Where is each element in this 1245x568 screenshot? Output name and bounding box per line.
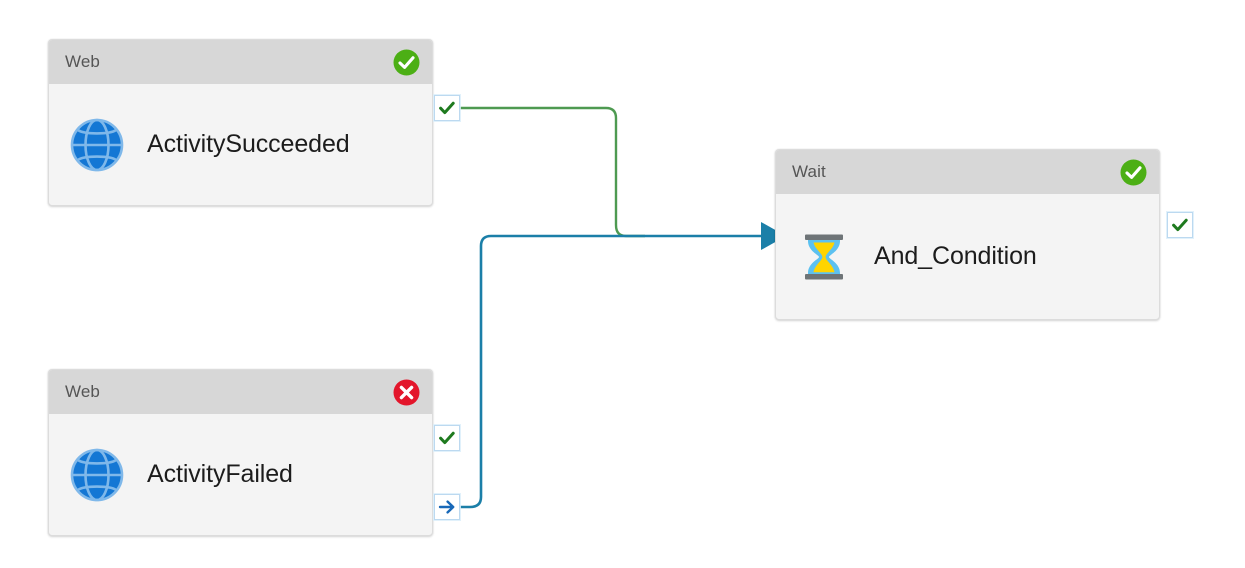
handle-success[interactable] — [1167, 212, 1193, 238]
check-circle-icon — [1120, 159, 1147, 185]
connector-succeeded-to-wait — [460, 106, 645, 238]
node-type-label: Web — [65, 382, 100, 401]
node-activity-succeeded[interactable]: Web ActivitySucceeded — [48, 39, 433, 206]
node-name-label: ActivityFailed — [147, 460, 293, 488]
node-header: Web — [49, 370, 432, 414]
check-icon — [439, 101, 455, 115]
check-icon — [1172, 218, 1188, 232]
node-body: And_Condition — [776, 194, 1159, 319]
node-name-label: And_Condition — [874, 242, 1037, 270]
arrow-right-icon — [438, 500, 455, 514]
node-name-label: ActivitySucceeded — [147, 130, 350, 158]
handle-next[interactable] — [434, 494, 460, 520]
node-and-condition[interactable]: Wait And_Condition — [775, 149, 1160, 320]
check-circle-icon — [393, 49, 420, 75]
globe-icon — [70, 118, 124, 171]
handle-success[interactable] — [434, 95, 460, 121]
node-body: ActivitySucceeded — [49, 84, 432, 205]
error-circle-icon — [393, 379, 420, 405]
hourglass-icon — [805, 234, 843, 279]
handle-success[interactable] — [434, 425, 460, 451]
connector-failed-to-wait — [460, 234, 762, 509]
node-type-label: Wait — [792, 162, 826, 181]
node-header: Wait — [776, 150, 1159, 194]
node-body: ActivityFailed — [49, 414, 432, 535]
node-header: Web — [49, 40, 432, 84]
globe-icon — [70, 448, 124, 501]
check-icon — [439, 431, 455, 445]
node-activity-failed[interactable]: Web ActivityFailed — [48, 369, 433, 536]
node-type-label: Web — [65, 52, 100, 71]
